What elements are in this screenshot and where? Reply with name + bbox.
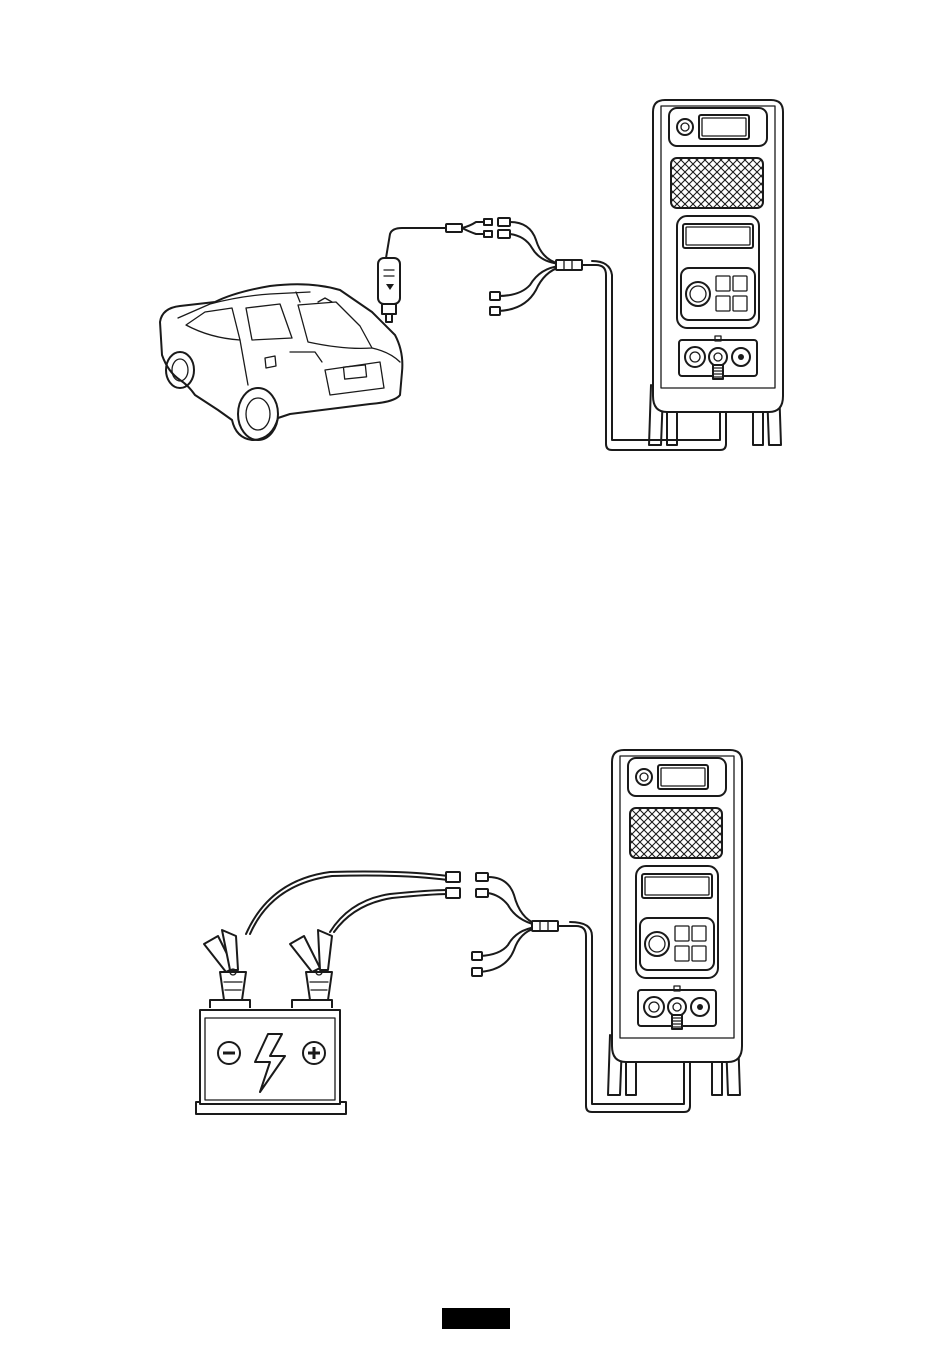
clamp-negative [204,930,246,1000]
power-station-2 [608,750,742,1095]
car-illustration [160,284,402,440]
car-plug [378,228,430,322]
diagram-car-charging [160,100,783,450]
power-station-1 [649,100,783,445]
battery-illustration [196,1000,346,1114]
clamp-positive [290,930,332,1000]
page-number-tab [442,1308,510,1329]
diagram-battery-charging [196,750,742,1114]
